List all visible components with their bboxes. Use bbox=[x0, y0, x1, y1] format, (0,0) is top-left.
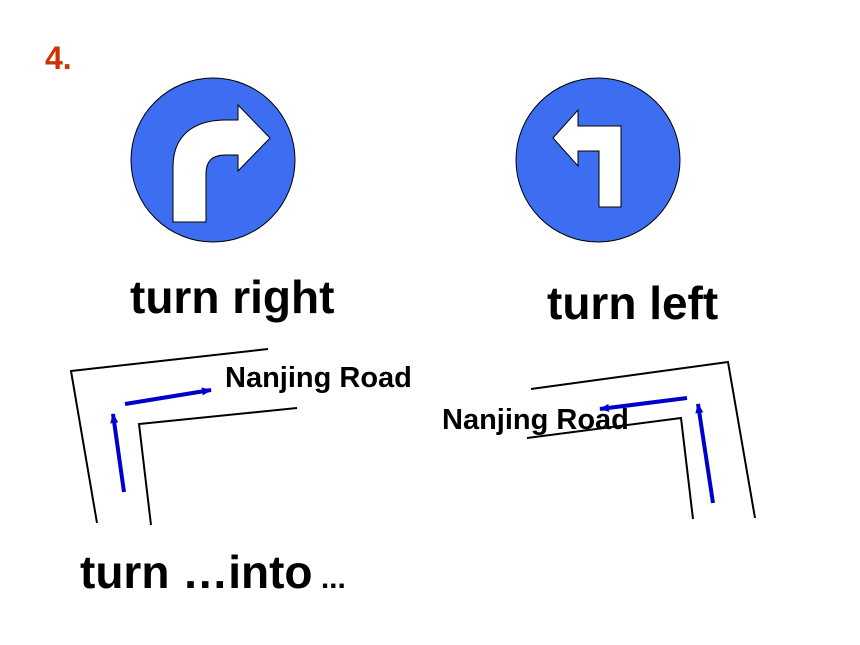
turn-left-caption: turn left bbox=[547, 277, 719, 329]
road-edge-outer bbox=[530, 360, 756, 519]
turn-into-text: turn …into bbox=[80, 546, 313, 598]
turn-right-sign bbox=[130, 77, 296, 243]
road-label-nanjing-right: Nanjing Road bbox=[442, 404, 629, 436]
sign-circle bbox=[515, 77, 681, 243]
direction-arrow bbox=[695, 403, 715, 504]
road-label-nanjing-left: Nanjing Road bbox=[225, 362, 412, 394]
direction-arrow bbox=[110, 413, 126, 493]
turn-right-caption: turn right bbox=[130, 271, 335, 323]
item-number: 4. bbox=[45, 40, 72, 76]
turn-right-arrow-icon bbox=[172, 103, 271, 223]
turn-left-sign bbox=[515, 77, 681, 243]
turn-left-arrow-icon bbox=[552, 108, 622, 208]
turn-into-dots: ... bbox=[312, 562, 346, 595]
sign-circle bbox=[130, 77, 296, 243]
turn-into-caption: turn …into ... bbox=[80, 545, 346, 599]
direction-arrow bbox=[124, 387, 212, 406]
road-edge-inner bbox=[137, 407, 298, 526]
